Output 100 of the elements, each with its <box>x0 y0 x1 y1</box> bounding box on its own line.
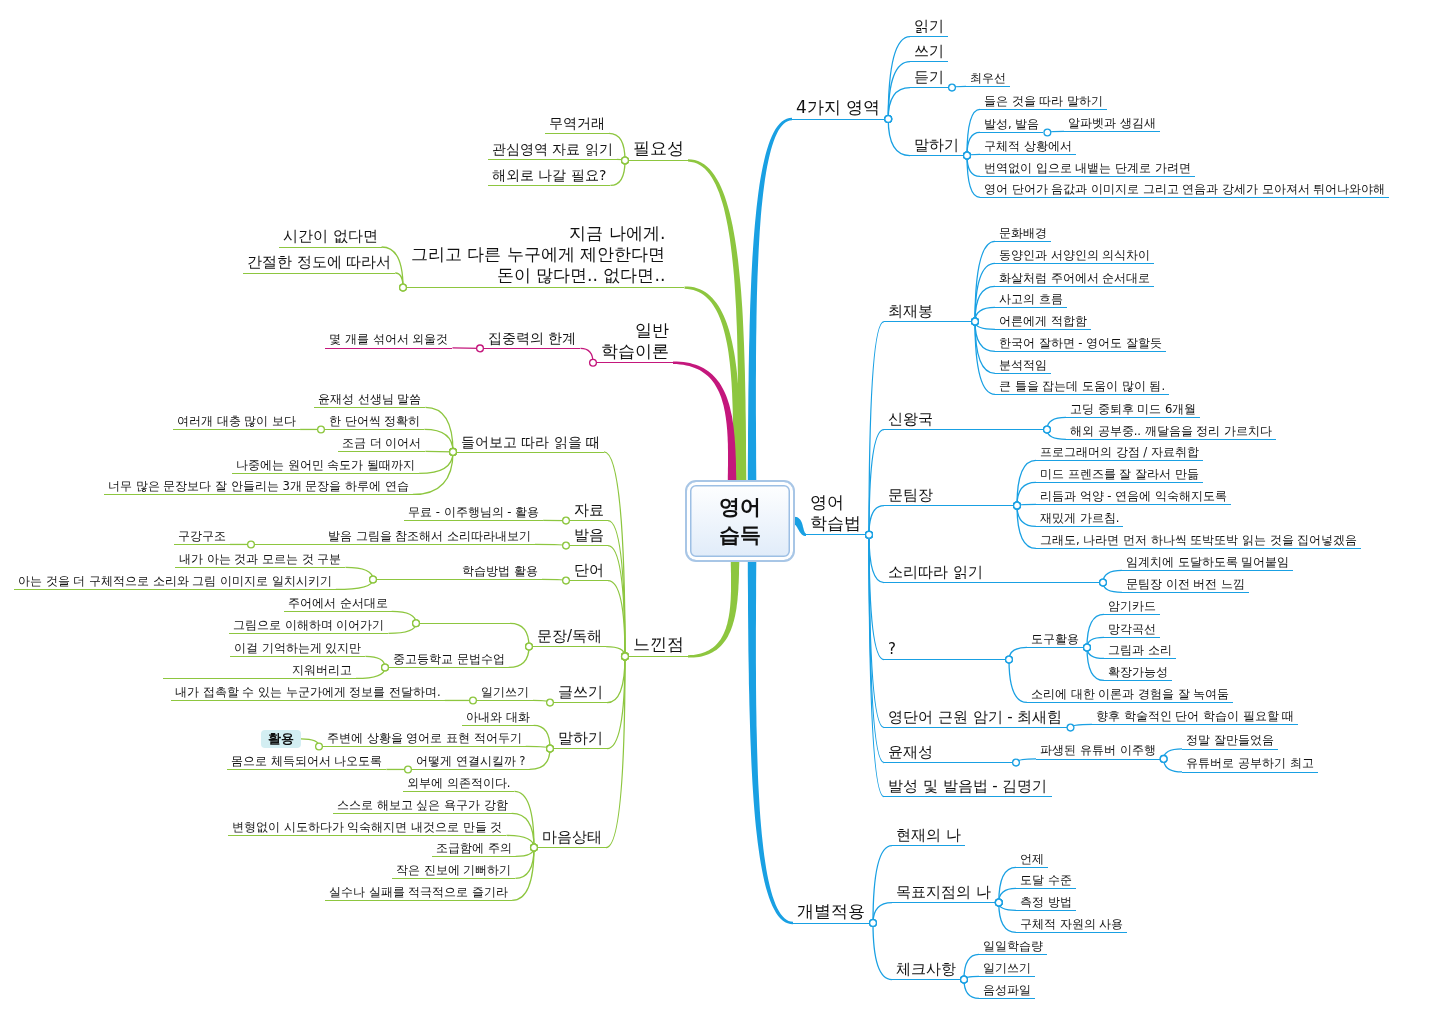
subtopic-label: 한 단어씩 정확히 <box>325 414 425 431</box>
subtopic-label: 윤재성 선생님 말씀 <box>314 392 426 409</box>
branch-line <box>508 642 534 669</box>
subtopic-label: 분석적임 <box>995 358 1051 375</box>
subtopic-label: 들은 것을 따라 말하기 <box>980 94 1108 111</box>
branch-line <box>541 576 571 585</box>
subtopic-label: 관심영역 자료 읽기 <box>488 141 617 161</box>
subtopic-label: 조급함에 주의 <box>432 841 516 858</box>
subtopic-label: 나중에는 원어민 속도가 될때까지 <box>232 458 420 475</box>
subtopic-label: 해외 공부중.. 깨달음을 정리 가르치다 <box>1066 424 1277 441</box>
subtopic-label: 조금 더 이어서 <box>338 436 426 453</box>
branch-line <box>994 898 1017 934</box>
subtopic-label: 일일학습량 <box>979 939 1047 956</box>
subtopic-label: 구체적 상황에서 <box>980 139 1076 156</box>
subtopic-label: 내가 아는 것과 모르는 것 구분 <box>175 552 346 569</box>
main-topic-label: 필요성 <box>629 139 688 162</box>
subtopic-label: 글쓰기 <box>554 683 607 704</box>
branch-line <box>299 425 326 434</box>
main-topic-label: 영어 학습법 <box>806 492 865 536</box>
subtopic-label: 문화배경 <box>995 226 1051 243</box>
branch-line <box>532 698 555 707</box>
subtopic-label: 목표지점의 나 <box>892 883 995 904</box>
subtopic-label: 구강구조 <box>174 529 230 546</box>
subtopic-label: 이걸 기억하는게 있지만 <box>230 641 366 658</box>
branch-line <box>451 344 485 353</box>
subtopic-label: 일기쓰기 <box>979 961 1035 978</box>
subtopic-label: 발음 <box>570 526 608 547</box>
branch-line <box>394 272 408 292</box>
thick-branch-line <box>673 361 737 480</box>
subtopic-label: 실수나 실패를 적극적으로 즐기라 <box>325 885 513 902</box>
subtopic-label: 읽기 <box>910 17 948 38</box>
subtopic-label: 말하기 <box>910 136 963 157</box>
subtopic-label: 최재봉 <box>884 302 971 323</box>
branch-line <box>959 975 980 1000</box>
subtopic-label: 도달 수준 <box>1016 873 1076 890</box>
subtopic-label: 고딩 중퇴후 미드 6개월 <box>1066 402 1201 419</box>
subtopic-label: 향후 학술적인 단어 학습이 필요할 때 <box>1092 709 1299 726</box>
branch-line <box>1098 578 1123 594</box>
subtopic-label: 일기쓰기 <box>477 685 533 702</box>
subtopic-label: 측정 방법 <box>1016 895 1076 912</box>
main-topic-label: 일반 학습이론 <box>597 320 673 364</box>
subtopic-label: 아내와 대화 <box>462 710 534 727</box>
subtopic-label: 정말 잘만들었음 <box>1182 733 1278 750</box>
subtopic-label: 자료 <box>570 501 608 522</box>
subtopic-label: 프로그래머의 강점 / 자료취합 <box>1036 445 1203 462</box>
branch-line <box>962 151 981 199</box>
branch-line <box>300 738 324 751</box>
subtopic-label: 들어보고 따라 읽을 때 <box>457 434 604 453</box>
subtopic-label: 몸으로 체득되어서 나오도록 <box>227 754 387 771</box>
subtopic-label: 화살처럼 주어에서 순서대로 <box>995 271 1155 288</box>
subtopic-label: 듣기 <box>910 68 948 89</box>
branch-line <box>1042 425 1067 441</box>
branch-line <box>1043 128 1065 137</box>
subtopic-label: 윤재성 <box>884 743 1012 764</box>
branch-line <box>1066 723 1093 732</box>
subtopic-label: 그림으로 이해하며 이어가기 <box>229 618 389 635</box>
subtopic-label: 시간이 없다면 <box>279 228 382 248</box>
subtopic-label: 말하기 <box>554 729 607 750</box>
subtopic-label: 임계치에 도달하도록 밀어붙임 <box>1122 555 1294 572</box>
subtopic-label: 파생된 유튜버 이주행 <box>1036 743 1160 760</box>
subtopic-label: 구체적 자원의 사용 <box>1016 917 1128 934</box>
branch-line <box>385 765 413 774</box>
subtopic-label: 문팀장 이전 버전 느낌 <box>1122 577 1250 594</box>
subtopic-label: 그래도, 나라면 먼저 하나씩 또박또박 읽는 것을 집어넣겠음 <box>1036 533 1362 550</box>
main-topic-label: 개별적용 <box>793 901 869 924</box>
thick-branch-line <box>688 562 740 658</box>
subtopic-label: 유튜버로 공부하기 최고 <box>1182 756 1318 773</box>
subtopic-label: 집중력의 한계 <box>484 330 581 350</box>
subtopic-label: 신왕국 <box>884 410 1043 431</box>
branch-line <box>534 541 571 550</box>
subtopic-label: 발음 그림을 참조해서 소리따라내보기 <box>255 529 535 546</box>
subtopic-label: 발성, 발음 <box>980 117 1044 134</box>
branch-line <box>605 652 630 849</box>
subtopic-label: 음성파일 <box>979 983 1035 1000</box>
subtopic-label: 망각곡선 <box>1104 622 1160 639</box>
subtopic-label: 언제 <box>1016 852 1048 869</box>
branch-line <box>1004 655 1028 704</box>
branch-line <box>528 744 555 771</box>
subtopic-label: 리듬과 억양 - 연음에 익숙해지도록 <box>1036 489 1231 506</box>
subtopic-label: 무료 - 이주행님의 - 활용 <box>404 505 544 522</box>
main-topic-label: 지금 나에게. 그리고 다른 누구에게 제안한다면 돈이 많다면.. 없다면.. <box>407 223 685 289</box>
subtopic-label: 현재의 나 <box>892 826 965 847</box>
branch-line <box>412 447 458 496</box>
branch-line <box>884 115 911 157</box>
subtopic-label: 영어 단어가 음값과 이미지로 그리고 연음과 강세가 모아져서 튀어나와야해 <box>980 182 1390 199</box>
subtopic-label: 간절한 정도에 따라서 <box>243 254 396 274</box>
branch-line <box>1159 754 1183 773</box>
subtopic-label: 도구활용 <box>1027 632 1083 649</box>
subtopic-label: 스스로 해보고 싶은 욕구가 강함 <box>333 798 512 815</box>
branch-line <box>387 619 421 635</box>
subtopic-label: 알파벳과 생김새 <box>1064 116 1160 133</box>
branch-line <box>444 696 478 705</box>
subtopic-label: 주어에서 순서대로 <box>284 596 392 613</box>
subtopic-label: 마음상태 <box>538 828 606 849</box>
branch-line <box>609 156 630 187</box>
central-topic-box: 영어 습득 <box>685 480 795 562</box>
branch-line <box>579 347 598 367</box>
subtopic-label: 큰 틀을 잡는데 도움이 많이 됨. <box>995 379 1170 396</box>
subtopic-label: 중고등학교 문법수업 <box>389 652 509 669</box>
branch-line <box>229 540 256 549</box>
